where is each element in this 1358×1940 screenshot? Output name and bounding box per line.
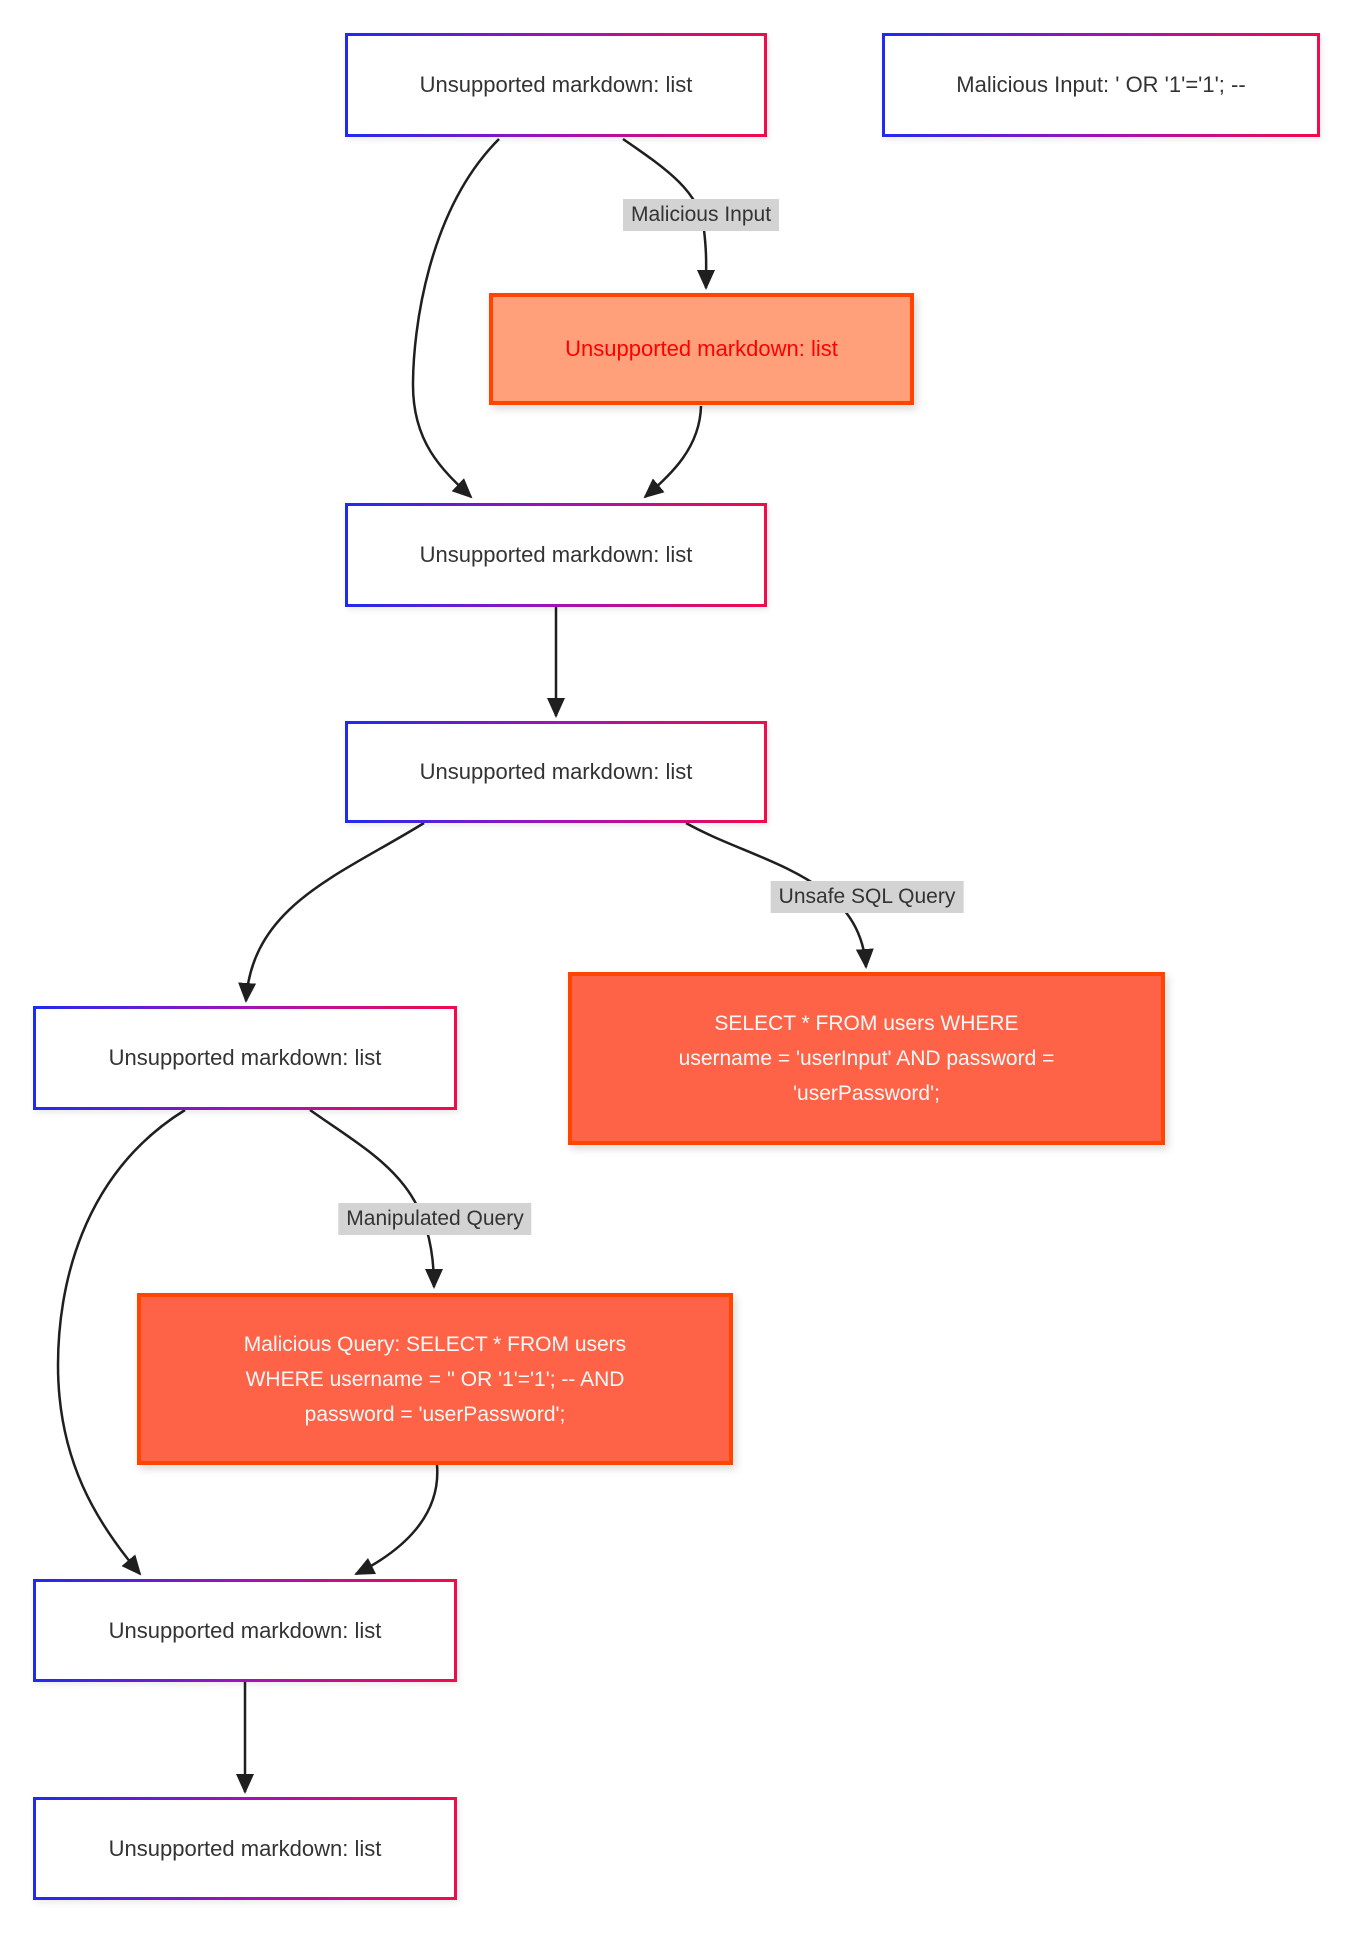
edge-label-malicious-input: Malicious Input [622,199,780,231]
node-query-builder-label: Unsupported markdown: list [419,759,693,784]
node-malicious-input-example: Malicious Input: ' OR '1'='1'; -- [882,33,1320,137]
node-unsafe-sql-query: SELECT * FROM users WHERE username = 'us… [568,972,1165,1145]
node-top-input-label: Unsupported markdown: list [419,72,693,97]
edge-label-malicious-input-text: Malicious Input [630,203,772,226]
node-query-path: Unsupported markdown: list [33,1006,457,1110]
node-malicious-query-label: Malicious Query: SELECT * FROM users WHE… [243,1332,627,1426]
edge-d-to-e [238,821,425,1003]
edge-h-to-i [354,1464,439,1576]
node-unsafe-sql-query-label: SELECT * FROM users WHERE username = 'us… [678,1012,1055,1105]
edge-label-manipulated-query-text: Manipulated Query [346,1207,524,1230]
node-malicious-query: Malicious Query: SELECT * FROM users WHE… [137,1293,733,1465]
edge-a-to-c [411,138,500,499]
node-database-executes-label: Unsupported markdown: list [108,1617,382,1643]
node-attacker-input-warning-label: Unsupported markdown: list [565,336,838,361]
edge-label-unsafe-sql-query-text: Unsafe SQL Query [778,885,956,908]
node-server-receives-label: Unsupported markdown: list [419,542,693,567]
node-result-label: Unsupported markdown: list [108,1835,382,1861]
edge-e-to-h [309,1108,443,1289]
edge-label-unsafe-sql-query: Unsafe SQL Query [770,881,964,913]
node-database-executes: Unsupported markdown: list [33,1579,457,1682]
node-malicious-input-example-label: Malicious Input: ' OR '1'='1'; -- [956,72,1246,97]
node-result: Unsupported markdown: list [33,1797,457,1900]
node-top-input: Unsupported markdown: list [345,33,767,137]
node-server-receives: Unsupported markdown: list [345,503,767,607]
edge-label-manipulated-query: Manipulated Query [338,1203,532,1235]
edge-d-to-f [685,821,874,969]
edge-b-to-c [643,405,703,499]
node-query-builder: Unsupported markdown: list [345,721,767,823]
edge-e-to-i [56,1108,186,1576]
node-attacker-input-warning: Unsupported markdown: list [489,293,914,405]
node-query-path-label: Unsupported markdown: list [108,1045,382,1070]
